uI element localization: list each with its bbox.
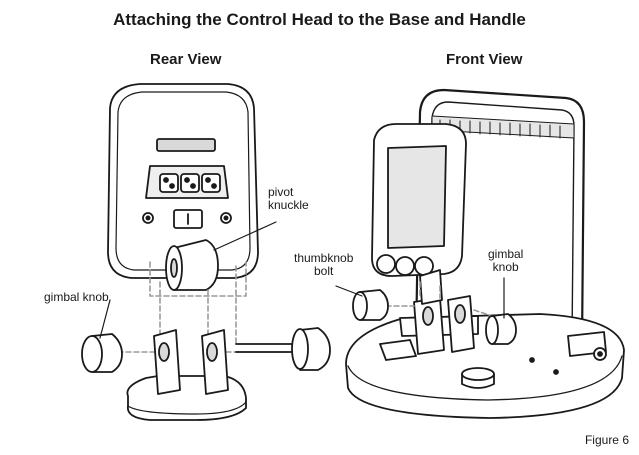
front-base — [345, 313, 625, 419]
figure-number: Figure 6 — [584, 433, 629, 447]
rear-thumbknob-bolt — [235, 327, 331, 371]
front-gimbal-knob — [485, 313, 517, 345]
pivot-knuckle-label: pivot knuckle — [268, 185, 309, 212]
rear-gimbal-knob — [81, 333, 123, 373]
rear-gimbal-bracket — [126, 329, 247, 421]
front-view-heading: Front View — [446, 51, 523, 68]
gimbal-knob-label-left: gimbal knob — [44, 290, 109, 304]
front-gimbal-bracket — [399, 295, 479, 355]
gimbal-knob-label-right: gimbal knob — [488, 247, 524, 274]
rear-view-heading: Rear View — [150, 51, 222, 68]
front-thumbknob-bolt — [352, 289, 389, 321]
thumbknob-bolt-label: thumbknob bolt — [294, 251, 354, 278]
leader-lines — [99, 221, 505, 339]
front-control-head — [371, 123, 467, 305]
rear-control-head — [107, 83, 259, 291]
diagram-title: Attaching the Control Head to the Base a… — [113, 10, 526, 29]
